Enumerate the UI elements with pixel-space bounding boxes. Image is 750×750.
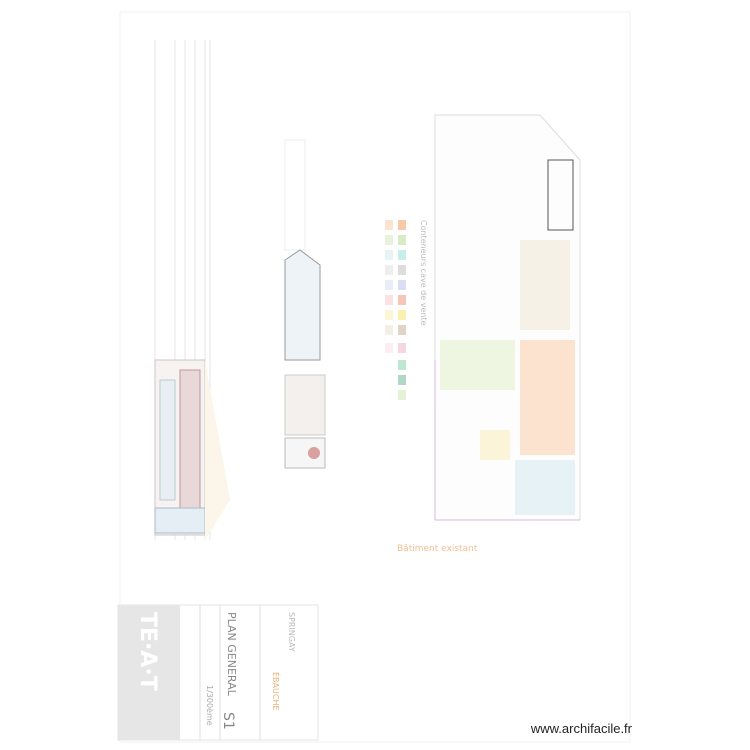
status-label: ÉBAUCHE	[271, 672, 280, 711]
floor-plan	[434, 114, 581, 521]
scale-label: 1/300ème	[205, 685, 214, 726]
company-logo: TE·A·T	[135, 612, 160, 691]
sheet-number: S1	[220, 712, 236, 730]
existing-building-label: Bâtiment existant	[397, 544, 478, 554]
shadow-area	[205, 360, 230, 540]
watermark: www.archifacile.fr	[530, 721, 632, 736]
sheet-border	[119, 11, 631, 743]
building-elevation-middle	[284, 139, 326, 469]
building-elevation-left	[154, 359, 206, 536]
legend-swatches	[385, 220, 406, 400]
legend-title: Conteneurs cave de vente	[419, 220, 428, 326]
drawing-title: PLAN GENERAL	[225, 612, 238, 696]
title-block	[117, 604, 319, 741]
client-name: SPRINGAY	[287, 612, 296, 652]
